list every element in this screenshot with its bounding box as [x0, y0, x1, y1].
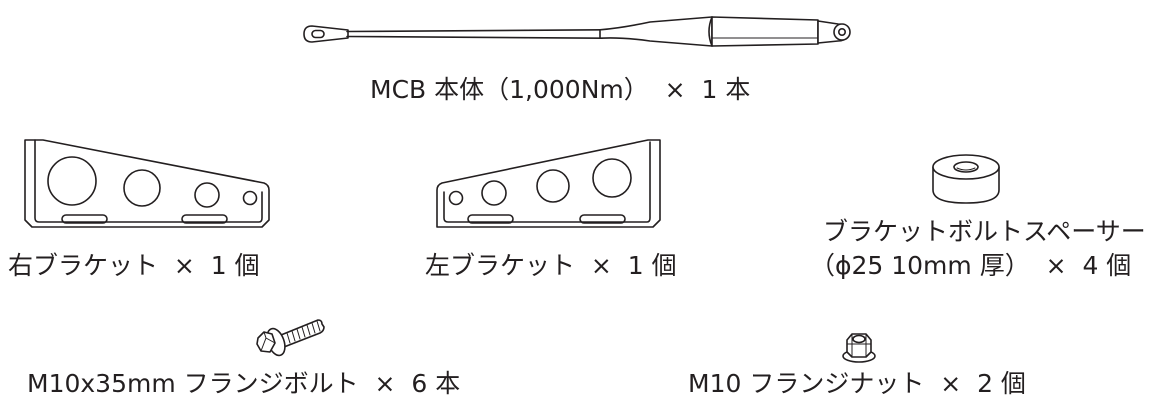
flange-bolt-label: M10x35mm フランジボルト × 6 本	[27, 369, 461, 398]
right-bracket-icon	[24, 139, 270, 228]
mcb-rod-icon	[303, 16, 851, 47]
flange-nut-label: M10 フランジナット × 2 個	[688, 369, 1026, 398]
spacer-label-line2: （ϕ25 10mm 厚） × 4 個	[810, 251, 1132, 280]
spacer-label-line1: ブラケットボルトスペーサー	[823, 217, 1146, 246]
left-bracket-label: 左ブラケット × 1 個	[425, 251, 677, 280]
spacer-icon	[932, 154, 1000, 204]
right-bracket-label: 右ブラケット × 1 個	[8, 251, 260, 280]
mcb-label: MCB 本体（1,000Nm） × 1 本	[370, 75, 751, 104]
left-bracket-icon	[436, 139, 661, 228]
